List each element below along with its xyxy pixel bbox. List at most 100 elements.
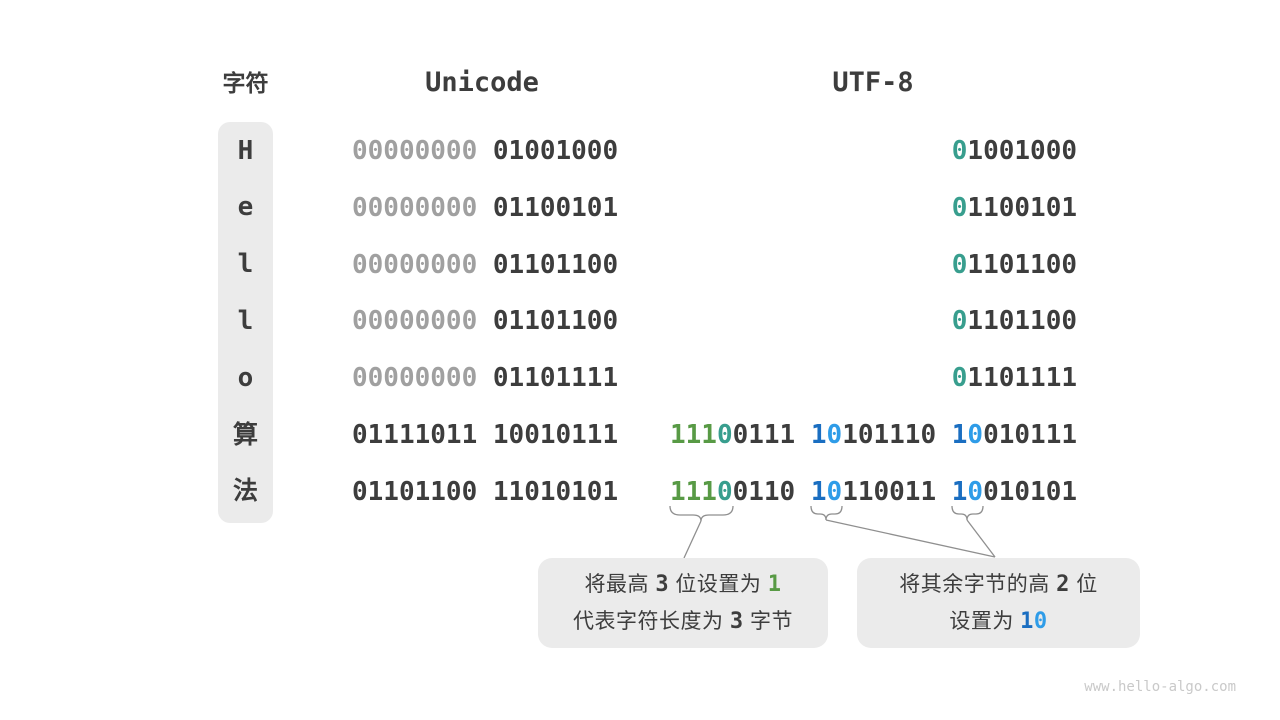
bit-segment: 0111 [732, 419, 796, 450]
bit-segment: 01101100 [352, 476, 478, 507]
bit-segment: 位设置为 [669, 573, 768, 596]
utf8-bits: 01101111 [952, 363, 1077, 393]
bit-segment: 00000000 [352, 249, 478, 280]
bit-segment: 0 [716, 476, 733, 507]
bit-segment: 01101100 [492, 306, 619, 337]
bit-segment: 2 [1056, 572, 1070, 597]
bit-segment: 设置为 [949, 610, 1021, 633]
bit-segment: 0 [967, 476, 984, 507]
column-header-unicode: Unicode [425, 67, 539, 98]
bit-segment: 0 [1033, 609, 1048, 634]
bit-segment [795, 420, 811, 450]
bit-segment: 00000000 [352, 192, 478, 223]
bit-segment: 00000000 [352, 363, 478, 394]
bit-segment: 0 [951, 306, 968, 337]
bit-segment: 0 [967, 419, 984, 450]
bit-segment: 1101100 [967, 249, 1077, 280]
bit-segment [477, 136, 493, 166]
bit-segment [477, 193, 493, 223]
unicode-bits: 00000000 01100101 [352, 193, 618, 223]
bit-segment: 字节 [743, 610, 793, 633]
unicode-bits: 00000000 01101111 [352, 363, 618, 393]
bit-segment: 1101100 [967, 306, 1077, 337]
bit-segment: 01100101 [492, 192, 619, 223]
bit-segment: 10010111 [492, 419, 619, 450]
bit-segment: 0 [951, 135, 968, 166]
bit-segment: 101110 [842, 419, 937, 450]
bit-segment: 将最高 [584, 573, 656, 596]
unicode-bits: 00000000 01101100 [352, 306, 618, 336]
character-cell: 算 [232, 420, 258, 449]
unicode-bits: 01101100 11010101 [352, 477, 618, 507]
utf8-bits: 11100111 10101110 10010111 [670, 420, 1077, 450]
bit-segment: 01101111 [492, 363, 619, 394]
column-header-character: 字符 [222, 70, 269, 96]
bit-segment: 1 [810, 476, 827, 507]
bit-segment: 11010101 [492, 476, 619, 507]
callout-text-line: 将最高 3 位设置为 1 [584, 566, 781, 603]
bit-segment: 1 [767, 572, 782, 597]
bit-segment: 1100101 [967, 192, 1077, 223]
bit-segment: 01101100 [492, 249, 619, 280]
callout-text-line: 代表字符长度为 3 字节 [573, 603, 793, 640]
unicode-bits: 01111011 10010111 [352, 420, 618, 450]
bit-segment [936, 477, 952, 507]
bit-segment: 0 [951, 249, 968, 280]
bit-segment: 3 [729, 609, 744, 634]
utf8-bits: 01101100 [952, 250, 1077, 280]
bit-segment: 01001000 [492, 135, 619, 166]
bit-segment: 0 [716, 419, 733, 450]
character-cell: e [237, 192, 254, 223]
bit-segment: 01111011 [352, 419, 478, 450]
utf8-bits: 01100101 [952, 193, 1077, 223]
bit-segment: 代表字符长度为 [573, 610, 730, 633]
bit-segment: 1 [951, 476, 968, 507]
bit-segment: 1 [1020, 609, 1034, 634]
bit-segment: 111 [669, 476, 717, 507]
utf8-bits: 01101100 [952, 306, 1077, 336]
bit-segment: 3 [655, 572, 670, 597]
bit-segment [477, 363, 493, 393]
callout-continuation-byte: 将其余字节的高 2 位设置为 10 [857, 558, 1140, 648]
character-cell: l [237, 249, 254, 280]
utf8-bits: 11100110 10110011 10010101 [670, 477, 1077, 507]
bit-segment [477, 477, 493, 507]
bit-segment [477, 250, 493, 280]
character-cell: l [237, 306, 254, 336]
unicode-bits: 00000000 01101100 [352, 250, 618, 280]
bit-segment: 1 [810, 419, 827, 450]
bit-segment: 010111 [983, 419, 1077, 450]
bit-segment: 0 [826, 476, 843, 507]
bit-segment: 110011 [842, 476, 937, 507]
bit-segment: 1 [951, 419, 968, 450]
bit-segment [795, 477, 811, 507]
bit-segment: 00000000 [352, 135, 478, 166]
bit-segment: 将其余字节的高 [899, 573, 1057, 596]
character-cell: H [237, 135, 254, 166]
bit-segment: 0110 [732, 476, 796, 507]
bit-segment [477, 420, 493, 450]
bit-segment: 0 [951, 363, 968, 394]
bit-segment: 位 [1069, 573, 1098, 596]
connector-line-leading [683, 520, 702, 559]
bit-segment: 0 [951, 192, 968, 223]
bit-segment: 111 [669, 419, 717, 450]
bit-segment: 1001000 [967, 135, 1077, 166]
character-cell: 法 [232, 477, 258, 506]
bit-segment: 1101111 [967, 363, 1077, 394]
callout-text-line: 设置为 10 [949, 603, 1047, 640]
column-header-utf8: UTF-8 [832, 67, 914, 98]
bit-segment: 0 [826, 419, 843, 450]
watermark: www.hello-algo.com [1084, 679, 1236, 695]
bit-segment: 00000000 [352, 306, 478, 337]
connector-line-cont-byte2 [825, 519, 996, 558]
character-cell: o [237, 362, 254, 393]
connector-line-cont-byte3 [966, 519, 996, 558]
